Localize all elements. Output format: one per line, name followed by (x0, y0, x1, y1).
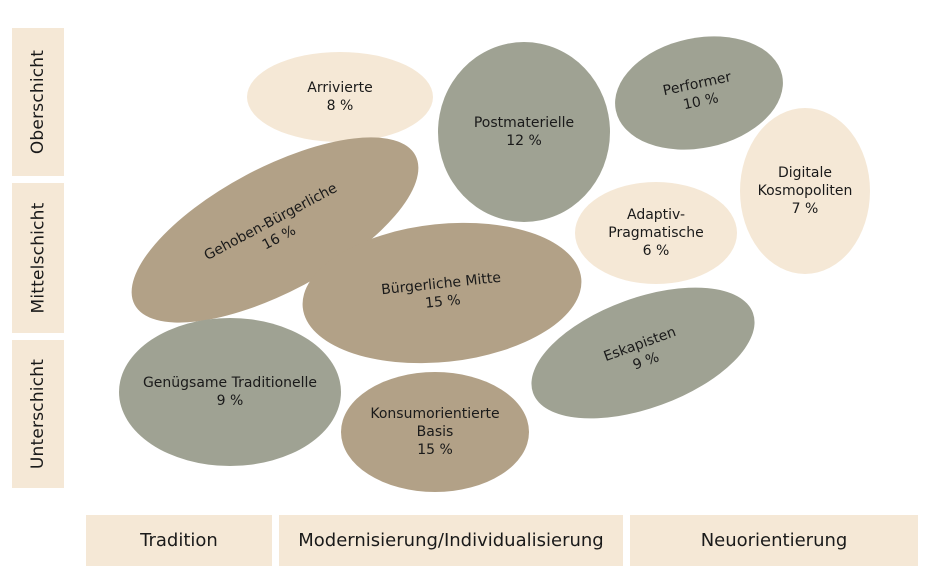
milieu-share: 7 % (791, 201, 819, 217)
milieu-name: Digitale (777, 165, 832, 181)
row-label-text: Oberschicht (28, 49, 48, 155)
milieu-name: Genügsame Traditionelle (142, 375, 318, 391)
row-label-unterschicht: Unterschicht (12, 340, 64, 488)
milieu-share: 8 % (326, 98, 354, 114)
milieu-name: Arrivierte (307, 80, 373, 96)
milieu-name: Konsumorientierte (370, 406, 500, 422)
row-label-mittelschicht: Mittelschicht (12, 183, 64, 333)
col-label-tradition: Tradition (86, 515, 272, 566)
row-label-text: Unterschicht (28, 358, 49, 470)
col-label-text: Neuorientierung (700, 530, 848, 551)
milieu-name-line2: Kosmopoliten (757, 183, 853, 199)
milieu-genuegsame-traditionelle: Genügsame Traditionelle 9 % (119, 318, 341, 466)
milieu-share: 12 % (506, 133, 542, 149)
milieu-share: 15 % (417, 442, 453, 458)
col-label-text: Modernisierung/Individualisierung (298, 530, 604, 551)
row-label-oberschicht: Oberschicht (12, 28, 64, 176)
milieu-konsumorientierte-basis: Konsumorientierte Basis 15 % (341, 372, 529, 492)
milieu-share: 6 % (642, 243, 670, 259)
col-label-modernisierung: Modernisierung/Individualisierung (279, 515, 623, 566)
milieu-digitale-kosmopoliten: Digitale Kosmopoliten 7 % (740, 108, 870, 274)
milieu-share: 15 % (424, 292, 462, 312)
row-label-text: Mittelschicht (28, 202, 48, 314)
milieu-postmaterielle: Postmaterielle 12 % (438, 42, 610, 222)
milieu-name-line2: Pragmatische (608, 225, 704, 241)
col-label-neuorientierung: Neuorientierung (630, 515, 918, 566)
milieu-name: Postmaterielle (473, 115, 575, 131)
col-label-text: Tradition (140, 530, 218, 551)
milieu-name-line2: Basis (416, 424, 454, 440)
milieu-share: 9 % (216, 393, 244, 409)
milieu-adaptiv-pragmatische: Adaptiv- Pragmatische 6 % (575, 182, 737, 284)
milieu-arrivierte: Arrivierte 8 % (247, 52, 433, 142)
milieu-name: Adaptiv- (626, 207, 686, 223)
